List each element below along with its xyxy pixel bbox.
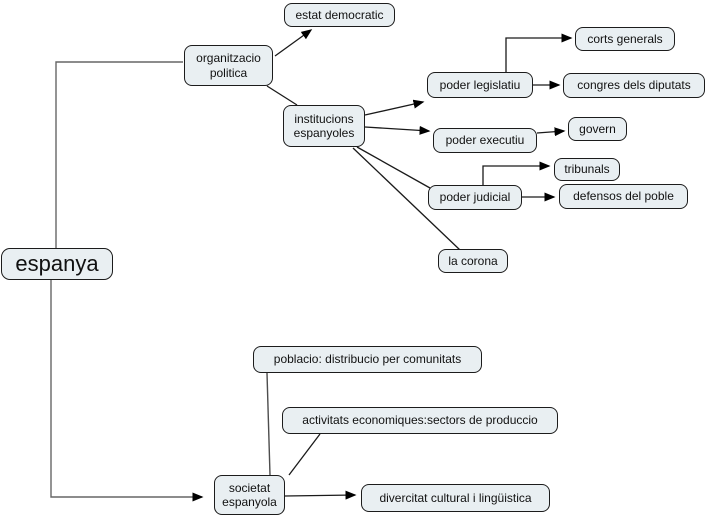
node-estat-democratic[interactable]: estat democratic [284, 3, 395, 27]
edge-organitzacio-politica-institucions-espanyoles [266, 85, 298, 106]
node-govern[interactable]: govern [568, 117, 627, 141]
node-defensos-del-poble[interactable]: defensos del poble [559, 184, 688, 209]
edge-poder-executiu-govern [536, 127, 566, 137]
edge-societat-espanyola-poblacio [266, 372, 271, 476]
edge-institucions-espanyoles-poder-executiu [364, 125, 431, 135]
edge-institucions-espanyoles-poder-judicial [356, 146, 431, 189]
edge-institucions-espanyoles-poder-legislatiu [364, 99, 425, 116]
node-corts-generals[interactable]: corts generals [575, 27, 675, 51]
node-la-corona[interactable]: la corona [438, 249, 508, 273]
node-poder-legislatiu[interactable]: poder legislatiu [427, 72, 533, 98]
edge-espanya-organitzacio-politica [55, 61, 183, 248]
node-organitzacio-politica[interactable]: organitzacio politica [184, 45, 273, 86]
node-poblacio-distribucio[interactable]: poblacio: distribucio per comunitats [253, 346, 482, 373]
node-activitats-economiques[interactable]: activitats economiques:sectors de produc… [282, 407, 558, 434]
edge-espanya-societat-espanyola [50, 280, 204, 502]
node-tribunals[interactable]: tribunals [554, 158, 620, 181]
node-societat-espanyola[interactable]: societat espanyola [214, 475, 285, 515]
edge-poder-legislatiu-corts-generals [505, 33, 573, 72]
edge-institucions-espanyoles-la-corona [352, 147, 461, 251]
node-divercitat-cultural[interactable]: divercitat cultural i lingüistica [361, 484, 550, 512]
edge-organitzacio-politica-estat-democratic [274, 29, 313, 57]
edge-societat-espanyola-divercitat [284, 490, 357, 500]
node-congres-dels-diputats[interactable]: congres dels diputats [563, 73, 705, 98]
node-institucions-espanyoles[interactable]: institucions espanyoles [283, 105, 365, 147]
node-espanya[interactable]: espanya [1, 248, 113, 280]
node-poder-judicial[interactable]: poder judicial [428, 185, 522, 210]
edge-societat-espanyola-activitats [288, 433, 321, 476]
edge-poder-judicial-tribunals [482, 161, 551, 185]
node-poder-executiu[interactable]: poder executiu [433, 128, 537, 153]
